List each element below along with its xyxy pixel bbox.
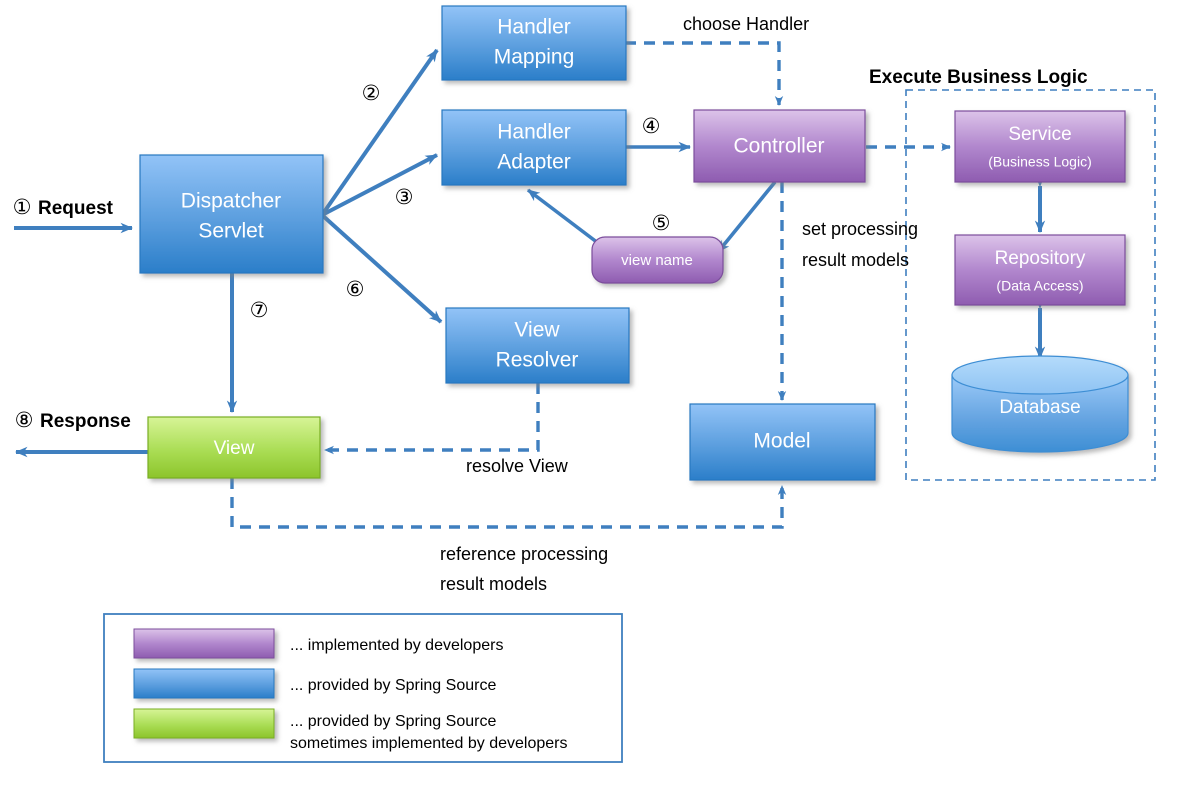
step-number-8: ⑧ (15, 408, 34, 432)
node-dispatcher-servlet-line2: Servlet (198, 220, 264, 243)
label-set-processing-line2: result models (802, 250, 909, 270)
label-request: Request (38, 198, 114, 219)
arrow-controller-to-viewname (716, 180, 777, 254)
node-repository: Repository (Data Access) (954, 234, 1126, 306)
node-repository-line1: Repository (995, 248, 1086, 269)
step-number-1: ① (13, 195, 32, 219)
node-database-line1: Database (999, 397, 1080, 418)
legend-swatch-green (133, 708, 275, 739)
legend-label-0-line1: ... implemented by developers (290, 637, 503, 654)
legend-label-1-line1: ... provided by Spring Source (290, 677, 496, 694)
label-reference-line1: reference processing (440, 544, 608, 564)
step-number-4: ④ (642, 114, 661, 138)
node-view: View (147, 416, 321, 479)
execute-business-logic-label: Execute Business Logic (869, 67, 1088, 88)
node-service-line2: (Business Logic) (988, 154, 1092, 170)
label-reference-line2: result models (440, 574, 547, 594)
node-handler-mapping: Handler Mapping (441, 5, 627, 81)
step-number-5: ⑤ (652, 211, 671, 235)
arrow-choose-handler (625, 41, 784, 106)
node-view-name: view name (591, 236, 724, 284)
arrow-step5 (526, 188, 600, 245)
node-model-line1: Model (753, 430, 810, 453)
node-database (951, 355, 1129, 453)
node-handler-mapping-line1: Handler (497, 16, 571, 39)
legend-swatch-purple (133, 628, 275, 659)
legend-item-2: ... provided by Spring Source sometimes … (133, 708, 567, 752)
legend-item-0: ... implemented by developers (133, 628, 503, 659)
label-choose-handler: choose Handler (683, 14, 809, 34)
arrow-step3 (321, 153, 438, 217)
node-repository-line2: (Data Access) (996, 278, 1083, 294)
label-resolve-view: resolve View (466, 456, 569, 476)
node-model: Model (689, 403, 876, 481)
node-service-line1: Service (1008, 124, 1071, 145)
node-view-resolver: View Resolver (445, 307, 630, 384)
node-controller: Controller (693, 109, 866, 183)
node-view-resolver-line2: Resolver (496, 349, 579, 372)
node-dispatcher-servlet-line1: Dispatcher (181, 190, 281, 213)
node-dispatcher-servlet: Dispatcher Servlet (139, 154, 324, 274)
step-number-2: ② (362, 81, 381, 105)
legend-item-1: ... provided by Spring Source (133, 668, 496, 699)
step-number-6: ⑥ (346, 277, 365, 301)
arrow-resolve-view (324, 383, 540, 455)
node-handler-mapping-line2: Mapping (494, 46, 575, 69)
node-handler-adapter-line2: Adapter (497, 151, 571, 174)
arrow-step6 (320, 213, 443, 324)
node-view-line1: View (214, 438, 255, 459)
node-handler-adapter: Handler Adapter (441, 109, 627, 186)
step-number-3: ③ (395, 185, 414, 209)
execute-business-logic-region (905, 89, 1156, 481)
legend-swatch-blue (133, 668, 275, 699)
arrow-reference-processing-result-models (230, 478, 787, 529)
node-view-resolver-line1: View (514, 319, 560, 342)
arrow-step2 (320, 48, 439, 217)
step-number-7: ⑦ (250, 298, 269, 322)
label-set-processing-line1: set processing (802, 219, 918, 239)
node-controller-line1: Controller (733, 135, 824, 158)
label-response: Response (40, 411, 131, 432)
node-view-name-line1: view name (621, 252, 693, 269)
node-handler-adapter-line1: Handler (497, 121, 571, 144)
legend-label-2-line1: ... provided by Spring Source (290, 713, 496, 730)
legend-label-2-line2: sometimes implemented by developers (290, 735, 567, 752)
node-service: Service (Business Logic) (954, 110, 1126, 183)
legend: ... implemented by developers ... provid… (103, 613, 623, 763)
